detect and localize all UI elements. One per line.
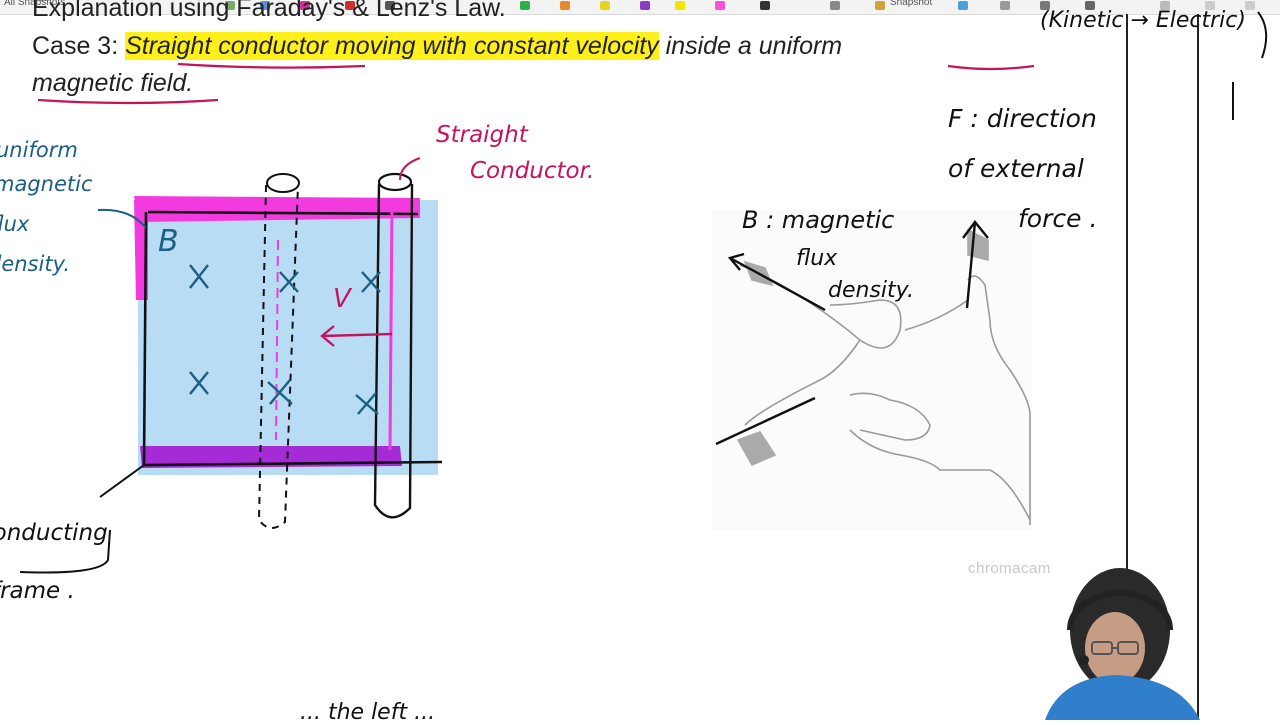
force-arrow (962, 220, 989, 309)
pen-yellow-icon[interactable] (600, 1, 610, 10)
webcam-overlay (1040, 560, 1210, 720)
frame-outline (142, 210, 443, 467)
uniform-field-label-3: flux (0, 212, 30, 236)
f-label-1: F : direction (948, 104, 1097, 133)
conductor-body (373, 183, 414, 519)
left-hand-illustration (712, 210, 1032, 530)
pen-orange-icon[interactable] (560, 1, 570, 10)
pen-tool-icon[interactable] (300, 1, 310, 10)
copy-icon[interactable] (958, 1, 968, 10)
purple-bottom-band (140, 446, 402, 468)
minimize-icon[interactable] (1205, 1, 1215, 10)
field-symbol-b: B (158, 224, 179, 259)
uniform-field-label-4: density. (0, 252, 71, 276)
dashed-conductor-body (257, 184, 299, 529)
redo-icon[interactable] (260, 1, 270, 10)
case-period: . (186, 69, 194, 97)
b-label-2: flux (796, 246, 838, 271)
case-label: Case 3: (32, 32, 126, 60)
app-toolbar: All Snapshots Snapshot (0, 0, 1280, 15)
magnetic-field-region (138, 200, 438, 475)
highlighter-pink-icon[interactable] (715, 1, 725, 10)
case-title-line2: magnetic field. (32, 69, 193, 98)
magenta-left-band (134, 200, 148, 300)
snapshot-icon[interactable] (875, 1, 885, 10)
translate-icon[interactable] (1040, 1, 1050, 10)
case-highlight-text: Straight conductor moving with constant … (125, 32, 659, 60)
underline-straight-conductor (177, 62, 366, 69)
lasso-icon[interactable] (760, 1, 770, 10)
underline-magnetic-field (37, 98, 219, 105)
velocity-arrow (320, 325, 393, 347)
frame-label-1: conducting (0, 520, 108, 546)
bottom-cutoff-note: ... the left ... (300, 700, 436, 725)
snapshot-button[interactable]: Snapshot (890, 0, 933, 8)
eraser-icon[interactable] (385, 1, 395, 10)
f-label-2: of external (948, 154, 1084, 183)
highlighter-yellow-icon[interactable] (675, 1, 685, 10)
presenter-avatar (1045, 568, 1200, 720)
shapes-icon[interactable] (830, 1, 840, 10)
app-title: All Snapshots (4, 0, 66, 8)
dashed-conductor-core (275, 239, 279, 441)
current-arrow (715, 396, 816, 446)
top-right-note: (Kinetic → Electric) (1040, 8, 1246, 33)
conductor-core (388, 199, 394, 451)
case-magnetic-field-text: magnetic field (32, 69, 187, 97)
page-heading: Explanation using Faraday's & Lenz's Law… (32, 0, 506, 22)
b-label-1: B : magnetic (742, 206, 895, 234)
share-icon[interactable] (1085, 1, 1095, 10)
underline-uniform (947, 64, 1035, 71)
dashed-conductor-top (266, 173, 300, 193)
case-middle-text: inside a (658, 32, 759, 60)
back-icon[interactable] (1160, 1, 1170, 10)
magenta-top-band (134, 196, 420, 222)
paste-icon[interactable] (1000, 1, 1010, 10)
field-crosses (189, 264, 381, 415)
chromacam-watermark: chromacam (968, 560, 1051, 577)
pen-green-icon[interactable] (520, 1, 530, 10)
close-icon[interactable] (1245, 1, 1255, 10)
f-label-3: force . (1018, 204, 1098, 233)
straight-conductor-label-1: Straight (436, 122, 528, 148)
case-title-line1: Case 3: Straight conductor moving with c… (32, 32, 842, 61)
pen-red-icon[interactable] (345, 1, 355, 10)
uniform-field-label-2: magnetic (0, 172, 93, 196)
case-uniform-text: uniform (758, 32, 843, 60)
conductor-top (377, 172, 413, 192)
top-right-bracket (1257, 11, 1268, 59)
straight-conductor-label-2: Conductor. (470, 158, 595, 184)
frame-label-3: frame . (0, 578, 75, 604)
uniform-field-pointer (97, 208, 147, 229)
conductor-pointer (399, 157, 421, 181)
b-label-3: density. (828, 278, 914, 303)
undo-icon[interactable] (225, 1, 235, 10)
pen-purple-icon[interactable] (640, 1, 650, 10)
uniform-field-label-1: uniform (0, 138, 78, 162)
frame-extension (99, 464, 145, 498)
velocity-symbol-v: V (333, 284, 351, 314)
